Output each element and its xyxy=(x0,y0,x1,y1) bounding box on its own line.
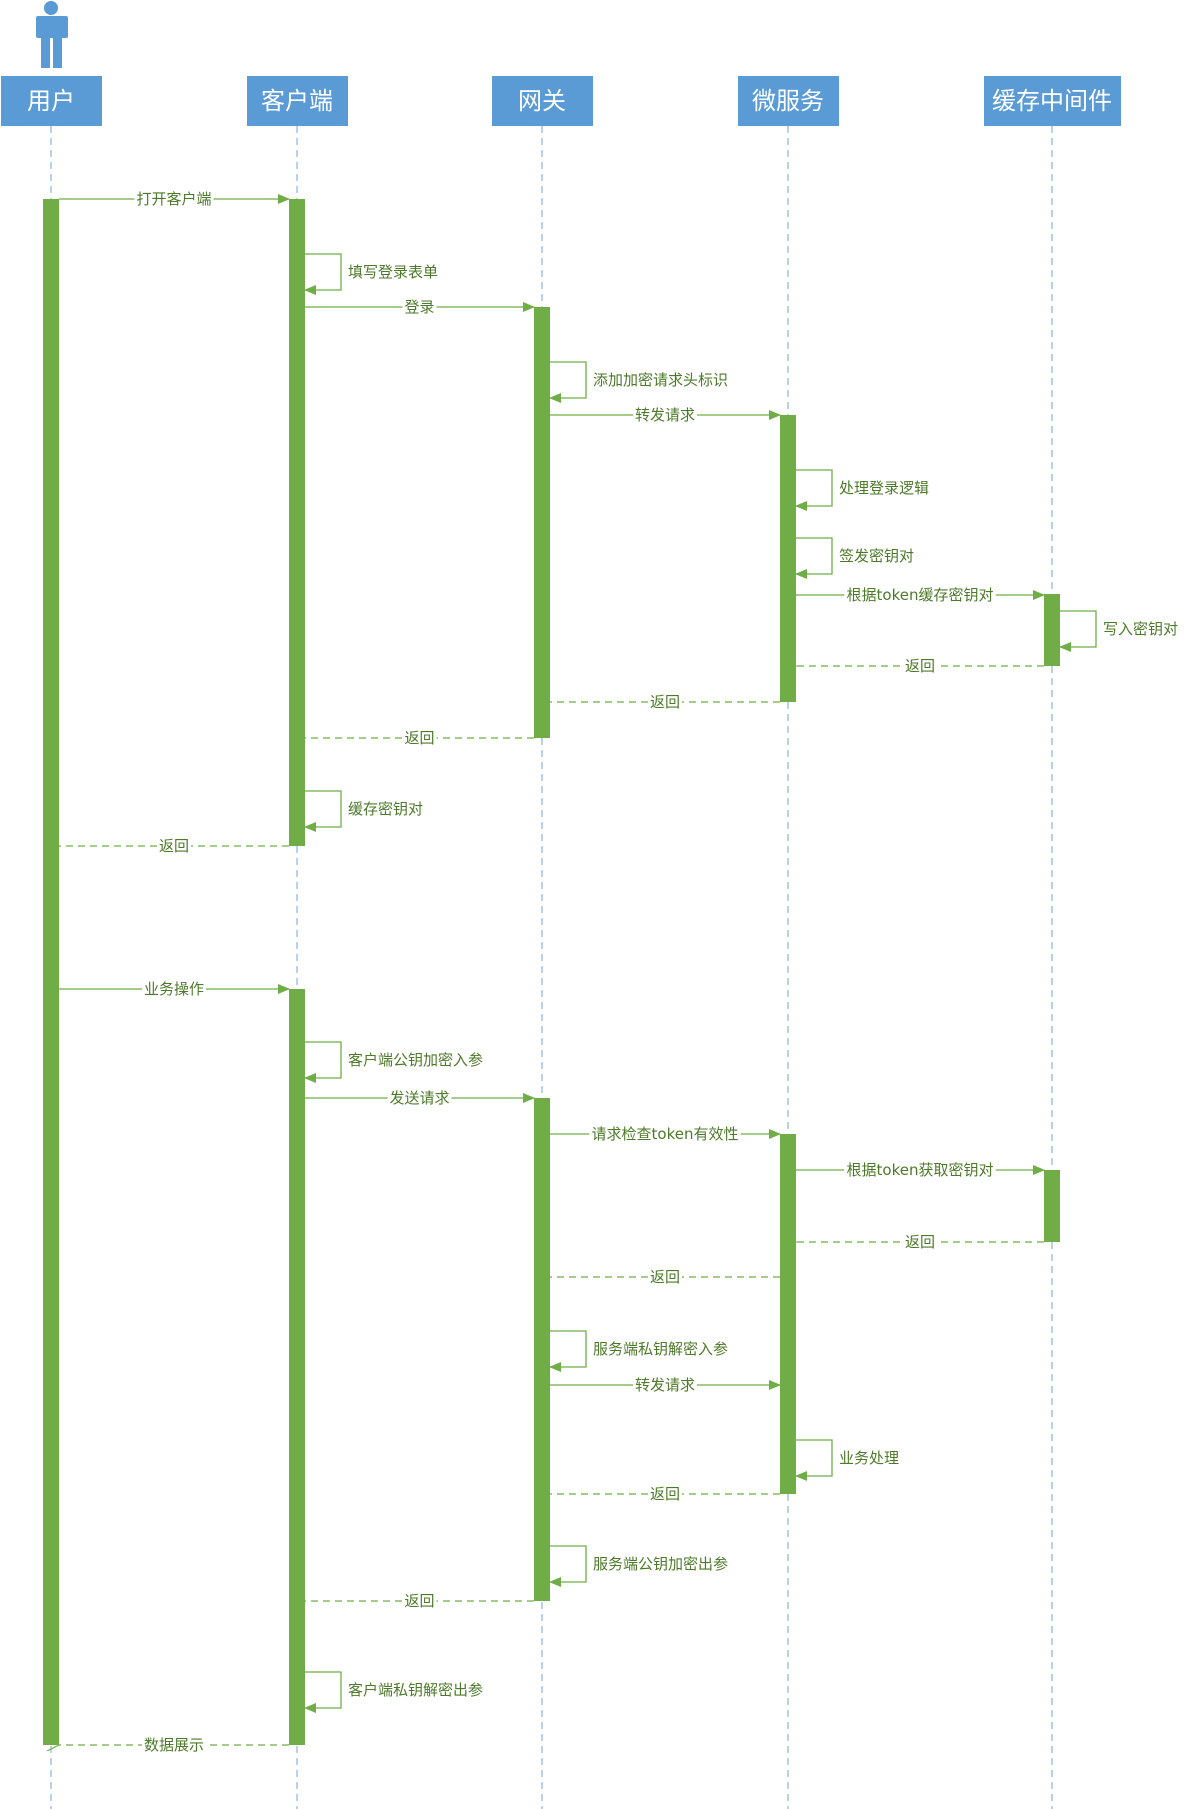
message-label: 处理登录逻辑 xyxy=(839,479,929,497)
message-label: 返回 xyxy=(404,729,434,747)
message-label: 打开客户端 xyxy=(136,190,211,208)
message-label: 填写登录表单 xyxy=(348,263,438,281)
person-icon xyxy=(36,1,68,68)
sync-message: 业务操作 xyxy=(142,979,206,999)
sync-message: 请求检查token有效性 xyxy=(589,1124,741,1144)
activation-bar-service xyxy=(780,1134,796,1494)
message-label: 发送请求 xyxy=(389,1089,449,1107)
participant-label: 网关 xyxy=(518,87,566,115)
self-message: 客户端私钥解密出参 xyxy=(348,1681,483,1699)
participant-label: 缓存中间件 xyxy=(992,87,1112,115)
self-message: 写入密钥对 xyxy=(1103,620,1178,638)
message-label: 客户端公钥加密入参 xyxy=(348,1051,483,1069)
self-message: 添加加密请求头标识 xyxy=(593,371,728,389)
sync-message: 转发请求 xyxy=(633,1375,697,1395)
sync-message: 打开客户端 xyxy=(134,189,214,209)
message-label: 服务端公钥加密出参 xyxy=(593,1555,728,1573)
return-message: 返回 xyxy=(903,1232,937,1252)
activation-bar-gateway xyxy=(534,1098,550,1601)
self-message-arrow xyxy=(304,1041,342,1083)
participant-user: 用户 xyxy=(1,76,102,126)
message-label: 返回 xyxy=(905,1233,935,1251)
self-message-arrow xyxy=(304,790,342,832)
activation-bar-user xyxy=(43,199,59,1745)
message-label: 转发请求 xyxy=(635,1376,695,1394)
message-label: 根据token获取密钥对 xyxy=(847,1161,994,1179)
message-label: 业务操作 xyxy=(144,980,204,998)
message-label: 签发密钥对 xyxy=(839,547,914,565)
return-message: 返回 xyxy=(648,1484,682,1504)
self-message: 缓存密钥对 xyxy=(348,800,423,818)
return-message: 返回 xyxy=(402,1591,437,1611)
participant-label: 用户 xyxy=(27,87,75,115)
message-label: 转发请求 xyxy=(635,406,695,424)
return-message: 返回 xyxy=(157,836,191,856)
self-message: 客户端公钥加密入参 xyxy=(348,1051,483,1069)
return-message: 返回 xyxy=(903,656,937,676)
self-message-arrow xyxy=(549,1330,587,1372)
activation-bar-client xyxy=(289,199,305,846)
sync-message: 发送请求 xyxy=(387,1088,452,1108)
self-message: 服务端私钥解密入参 xyxy=(593,1340,728,1358)
participant-label: 微服务 xyxy=(752,87,824,115)
participant-service: 微服务 xyxy=(738,76,839,126)
message-label: 登录 xyxy=(404,298,434,316)
message-label: 服务端私钥解密入参 xyxy=(593,1340,728,1358)
self-message: 处理登录逻辑 xyxy=(839,479,929,497)
self-message: 签发密钥对 xyxy=(839,547,914,565)
activation-bar-service xyxy=(780,415,796,702)
message-label: 添加加密请求头标识 xyxy=(593,371,728,389)
message-label: 返回 xyxy=(650,1485,680,1503)
self-message-arrow xyxy=(549,361,587,403)
self-message-arrow xyxy=(795,1439,833,1481)
message-label: 缓存密钥对 xyxy=(348,800,423,818)
message-label: 返回 xyxy=(650,1268,680,1286)
self-message-arrow xyxy=(795,537,833,579)
activation-bar-cache xyxy=(1044,594,1060,666)
self-message-arrow xyxy=(795,469,833,511)
participant-cache: 缓存中间件 xyxy=(984,76,1121,126)
participant-client: 客户端 xyxy=(247,76,348,126)
message-label: 写入密钥对 xyxy=(1103,620,1178,638)
sync-message: 转发请求 xyxy=(633,405,697,425)
message-label: 返回 xyxy=(159,837,189,855)
activation-bar-client xyxy=(289,989,305,1745)
return-message: 数据展示 xyxy=(142,1735,206,1755)
message-label: 请求检查token有效性 xyxy=(592,1125,739,1143)
message-label: 根据token缓存密钥对 xyxy=(847,586,994,604)
sync-message: 根据token缓存密钥对 xyxy=(844,585,996,605)
return-message: 返回 xyxy=(648,692,682,712)
self-message: 服务端公钥加密出参 xyxy=(593,1555,728,1573)
activation-bar-gateway xyxy=(534,307,550,738)
return-message: 返回 xyxy=(402,728,437,748)
return-message: 返回 xyxy=(648,1267,682,1287)
message-label: 业务处理 xyxy=(839,1449,899,1467)
participant-gateway: 网关 xyxy=(492,76,593,126)
self-message-arrow xyxy=(304,253,342,295)
sync-message: 登录 xyxy=(402,297,437,317)
message-label: 返回 xyxy=(905,657,935,675)
participant-label: 客户端 xyxy=(261,87,333,115)
self-message: 填写登录表单 xyxy=(348,263,438,281)
self-message-arrow xyxy=(304,1671,342,1713)
sync-message: 根据token获取密钥对 xyxy=(844,1160,996,1180)
message-label: 返回 xyxy=(404,1592,434,1610)
message-label: 客户端私钥解密出参 xyxy=(348,1681,483,1699)
self-message-arrow xyxy=(549,1545,587,1587)
self-message-arrow xyxy=(1059,610,1097,652)
activation-bar-cache xyxy=(1044,1170,1060,1242)
message-label: 数据展示 xyxy=(144,1736,204,1754)
message-label: 返回 xyxy=(650,693,680,711)
self-message: 业务处理 xyxy=(839,1449,899,1467)
